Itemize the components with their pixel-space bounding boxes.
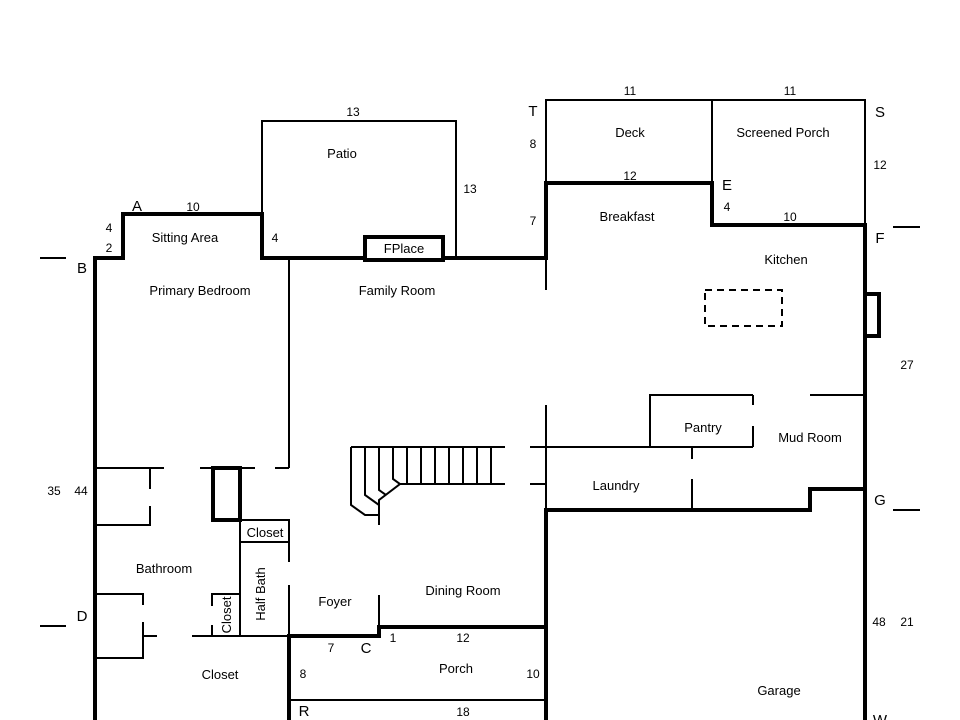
bath-cabinet [211,466,242,522]
label-half-bath: Half Bath [253,567,268,620]
point-b: B [77,260,87,277]
dim-breakfast-top: 12 [623,169,637,183]
dim-west-outer: 35 [47,484,61,498]
label-kitchen: Kitchen [764,252,807,267]
exterior-walls [93,181,881,720]
label-bathroom: Bathroom [136,561,192,576]
dimension-labels: 10 4 2 4 13 13 11 11 8 7 12 12 4 10 27 3… [47,84,914,719]
staircase [350,446,505,525]
label-sitting-area: Sitting Area [152,230,219,245]
label-mud-room: Mud Room [778,430,842,445]
dim-deck-top: 11 [624,84,637,98]
label-fireplace: FPlace [384,241,424,256]
dim-screen-right: 12 [873,158,887,172]
wall-garage-north [544,487,867,720]
fireplace [363,235,445,262]
point-labels: A B C D E F G R S T W [77,103,888,720]
point-e: E [722,177,732,194]
dim-patio-right: 13 [463,182,477,196]
pantry-outline [546,394,753,448]
kitchen-window-bay [863,292,881,338]
point-f: F [875,230,884,247]
dim-porch-left: 8 [300,667,307,681]
label-family-room: Family Room [359,283,436,298]
tick-marks [40,226,920,627]
dim-e-drop: 4 [724,200,731,214]
dim-garage-outer: 48 [872,615,886,629]
dim-bottom: 18 [456,705,470,719]
dim-west-inner: 44 [74,484,88,498]
label-dining-room: Dining Room [425,583,500,598]
dim-foyer-bottom: 7 [328,641,335,655]
room-labels: Sitting Area Primary Bedroom Patio FPlac… [136,125,842,698]
point-g: G [874,492,886,509]
label-foyer: Foyer [318,594,352,609]
point-a: A [132,198,142,215]
point-w: W [873,712,888,720]
dim-porch-right: 10 [526,667,540,681]
label-patio: Patio [327,146,357,161]
label-pantry: Pantry [684,420,722,435]
dim-east-wall: 27 [900,358,914,372]
label-laundry: Laundry [593,478,640,493]
label-closet-top: Closet [247,525,284,540]
dim-kitchen-top: 10 [783,210,797,224]
dim-deck-left: 8 [530,137,537,151]
point-d: D [77,608,88,625]
dim-patio-top: 13 [346,105,360,119]
label-closet-small: Closet [219,596,234,633]
dim-sitting-right: 4 [272,231,279,245]
label-screened-porch: Screened Porch [736,125,829,140]
point-c: C [361,640,372,657]
dim-sitting-left-lower: 2 [106,241,113,255]
dim-porch-top: 12 [456,631,470,645]
point-s: S [875,104,885,121]
dim-sitting-top: 10 [186,200,200,214]
kitchen-island [704,289,783,327]
dim-breakfast-left: 7 [530,214,537,228]
label-closet-bottom: Closet [202,667,239,682]
label-porch: Porch [439,661,473,676]
label-deck: Deck [615,125,645,140]
patio-outline [261,120,457,258]
label-garage: Garage [757,683,800,698]
deck-outline [545,99,866,225]
dim-garage-inner: 21 [900,615,914,629]
wall-breakfast [544,181,867,720]
dim-screen-top: 11 [784,84,797,98]
label-primary-bedroom: Primary Bedroom [149,283,250,298]
point-t: T [528,103,537,120]
point-r: R [299,703,310,720]
label-breakfast: Breakfast [600,209,655,224]
dim-sitting-left-upper: 4 [106,221,113,235]
interior-walls [95,99,866,701]
dim-c-step: 1 [390,631,397,645]
